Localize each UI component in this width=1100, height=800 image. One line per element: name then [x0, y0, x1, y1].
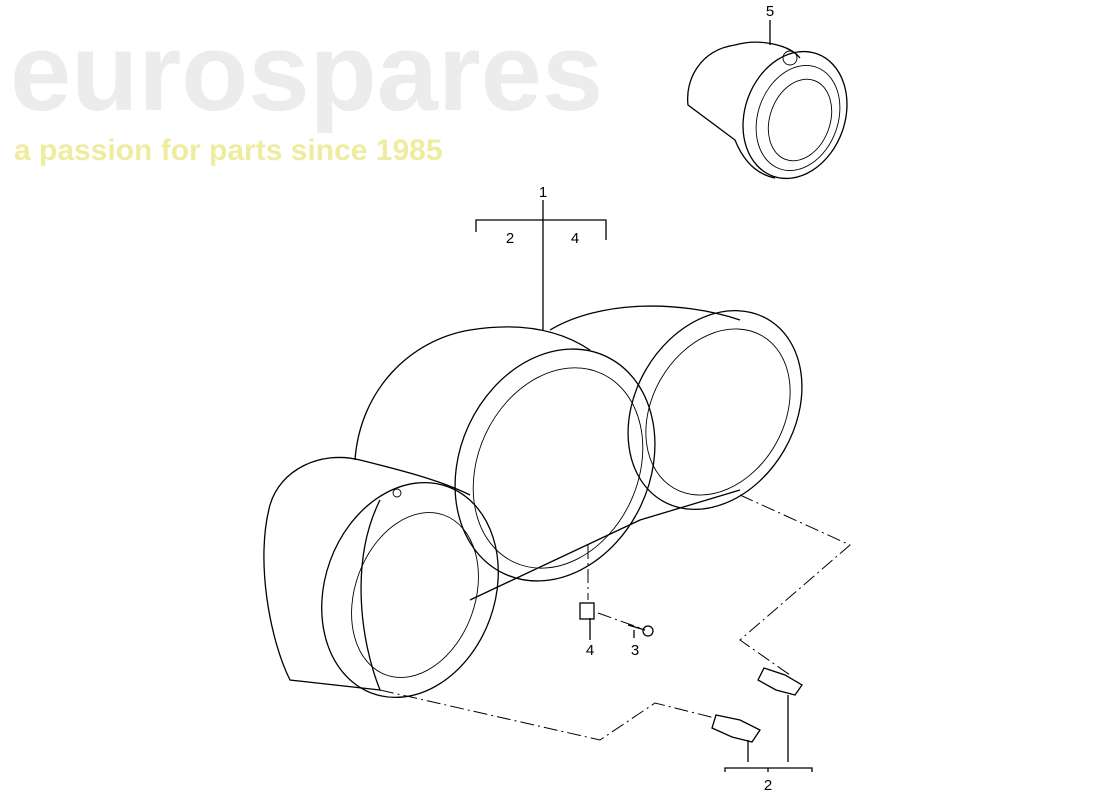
watermark-logo: eurospares a passion for parts since 198… — [10, 11, 603, 167]
callout-5: 5 — [766, 3, 774, 20]
callout-3-screw: 3 — [631, 642, 639, 659]
screw-part — [627, 624, 654, 638]
callout-4-cluster: 4 — [571, 230, 579, 247]
clip-part — [579, 602, 595, 640]
callout-2-knobs: 2 — [764, 777, 772, 794]
knob-parts — [711, 667, 813, 772]
watermark-brand: eurospares — [10, 11, 603, 134]
instrument-cluster — [263, 305, 803, 699]
callout-bracket-1 — [475, 200, 607, 330]
watermark-tagline: a passion for parts since 1985 — [14, 134, 443, 167]
additional-gauge — [686, 20, 848, 180]
callout-2-cluster: 2 — [506, 230, 514, 247]
callout-1: 1 — [539, 184, 547, 201]
callout-4-clip: 4 — [586, 642, 594, 659]
